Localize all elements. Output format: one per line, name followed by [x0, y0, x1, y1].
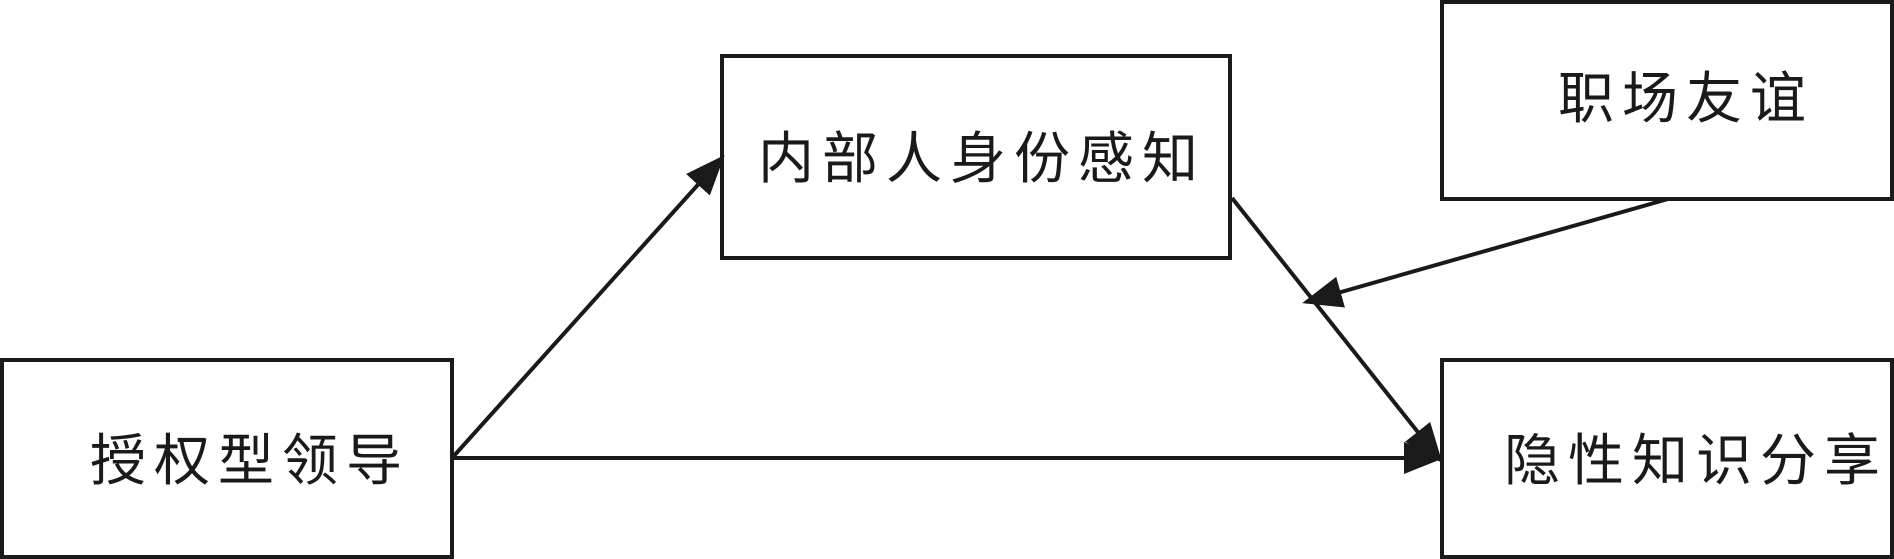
box-insider-identity: 内部人身份感知	[720, 54, 1232, 260]
label-workplace-friendship: 职场友谊	[1558, 67, 1814, 132]
arrow-leadership-to-identity	[450, 155, 725, 460]
box-tacit-knowledge-sharing: 隐性知识分享	[1440, 358, 1894, 559]
label-tacit-knowledge-sharing: 隐性知识分享	[1504, 429, 1888, 494]
arrow-friendship-moderation	[1302, 197, 1669, 308]
label-empowering-leadership: 授权型领导	[90, 429, 410, 494]
label-insider-identity: 内部人身份感知	[758, 127, 1206, 192]
box-empowering-leadership: 授权型领导	[0, 358, 454, 559]
box-workplace-friendship: 职场友谊	[1440, 0, 1894, 201]
arrow-identity-to-sharing	[1230, 196, 1443, 464]
